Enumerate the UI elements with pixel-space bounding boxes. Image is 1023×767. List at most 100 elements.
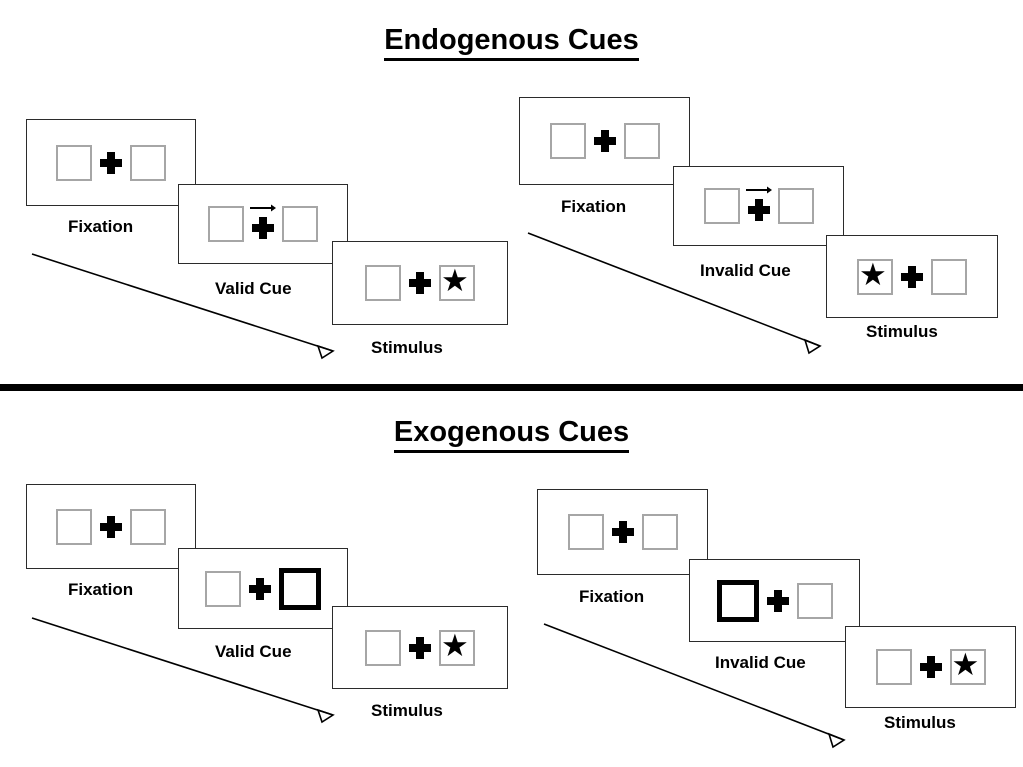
placeholder-box-left [875,649,912,685]
cue-box-left [716,579,759,622]
placeholder-box-right [641,514,678,550]
target-box-right: ★ [439,265,475,301]
placeholder-box-right [130,508,166,545]
star-icon: ★ [441,263,469,298]
placeholder-box-right [931,258,967,295]
box-left [365,629,401,666]
plus-icon [409,636,431,659]
caption-endogenous-invalid-fixation: Fixation [561,197,627,216]
box-left [56,508,92,545]
box-right [130,144,166,181]
fixation-cross-slot [893,255,931,299]
box-right [796,582,833,619]
box-right [623,123,660,159]
panel-endogenous-valid-cue [178,184,348,264]
box-left [703,188,740,224]
box-left [56,144,92,181]
star-icon: ★ [441,627,469,663]
placeholder-box-left [56,144,92,181]
fixation-cross-slot [586,119,624,163]
fixation-cross-slot [759,579,797,623]
fixation-cross-slot [740,184,778,228]
time-flow-arrow-icon-endogenous-valid [31,253,335,360]
fixation-cross-slot [92,505,130,549]
placeholder-box-right [282,206,318,242]
box-right [130,508,166,545]
caption-exogenous-valid-cue: Valid Cue [215,642,292,661]
placeholder-box-left [365,265,401,301]
caption-exogenous-valid-fixation: Fixation [68,580,134,599]
box-right [282,206,318,242]
section-divider [0,384,1023,391]
placeholder-box-right [623,123,660,159]
fixation-cross-slot [401,626,439,670]
plus-icon [766,589,789,612]
plus-icon [611,521,634,543]
placeholder-box-left [703,188,740,224]
time-flow-arrow-icon-endogenous-invalid [527,232,822,355]
fixation-cross-slot [401,261,439,305]
time-flow-arrow-icon-exogenous-valid [31,617,335,724]
panel-exogenous-valid-fixation [26,484,196,569]
caption-endogenous-valid-stimulus: Stimulus [371,338,443,357]
cue-box-right [279,567,321,610]
box-left [549,123,586,159]
placeholder-box-right [796,582,833,619]
panel-endogenous-valid-stimulus: ★ [332,241,508,325]
section-title-endogenous: Endogenous Cues [0,24,1023,61]
box-left [365,265,401,301]
caption-exogenous-invalid-stimulus: Stimulus [884,713,956,732]
plus-icon [919,656,942,678]
panel-endogenous-valid-fixation [26,119,196,206]
box-right: ★ [439,627,475,666]
panel-endogenous-invalid-fixation [519,97,690,185]
box-right [931,258,967,295]
panel-exogenous-valid-stimulus: ★ [332,606,508,689]
panel-endogenous-invalid-cue [673,166,844,246]
target-box-right: ★ [949,647,986,685]
section-title-exogenous-text: Exogenous Cues [393,416,630,453]
box-left [567,514,604,550]
panel-exogenous-valid-cue [178,548,348,629]
panel-exogenous-invalid-cue [689,559,860,642]
box-right: ★ [949,647,986,685]
section-title-endogenous-text: Endogenous Cues [384,24,639,61]
plus-icon [747,199,770,221]
placeholder-box-right [130,144,166,181]
placeholder-box-left [208,206,244,242]
arrow-right-icon [250,204,276,212]
box-right [279,567,321,610]
placeholder-box-left [567,514,604,550]
plus-icon [409,272,431,294]
caption-exogenous-invalid-fixation: Fixation [579,587,645,606]
panel-exogenous-invalid-fixation [537,489,708,575]
box-right [641,514,678,550]
plus-icon [252,217,274,239]
box-left [208,206,244,242]
caption-endogenous-invalid-cue: Invalid Cue [700,261,791,280]
placeholder-box-left [56,508,92,545]
time-flow-arrow-icon-exogenous-invalid [543,623,846,749]
star-icon: ★ [859,256,887,292]
arrow-right-icon [745,186,772,194]
plus-icon [100,151,122,174]
plus-icon [100,515,122,538]
box-left [716,579,759,622]
plus-icon [593,130,616,152]
star-icon: ★ [951,647,980,682]
box-left: ★ [857,256,893,295]
box-right [777,188,814,224]
caption-exogenous-invalid-cue: Invalid Cue [715,653,806,672]
target-box-left: ★ [857,256,893,295]
fixation-cross-slot [92,141,130,185]
plus-icon [901,265,923,288]
panel-endogenous-invalid-stimulus: ★ [826,235,998,318]
box-left [875,649,912,685]
caption-endogenous-invalid-stimulus: Stimulus [866,322,938,341]
target-box-right: ★ [439,627,475,666]
panel-exogenous-invalid-stimulus: ★ [845,626,1016,708]
fixation-cross-slot [244,202,282,246]
caption-exogenous-valid-stimulus: Stimulus [371,701,443,720]
placeholder-box-left [205,570,241,607]
